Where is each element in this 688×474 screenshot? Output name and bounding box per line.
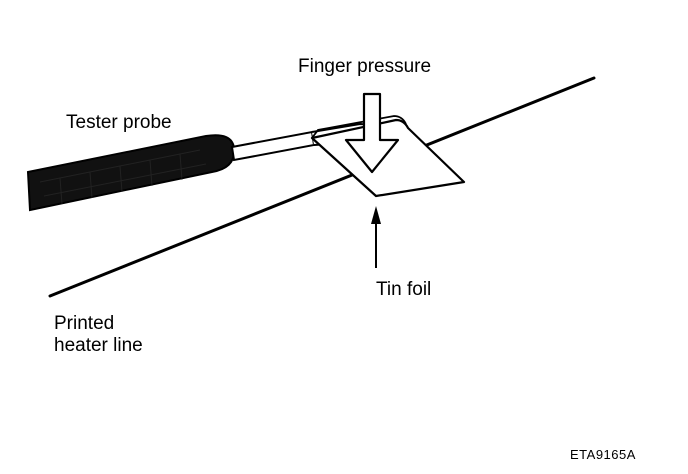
tester-probe-label: Tester probe <box>66 112 172 133</box>
figure-code: ETA9165A <box>570 447 636 462</box>
printed-heater-line-label-line-1: Printed <box>54 313 115 334</box>
tin-foil-label: Tin foil <box>376 279 432 300</box>
tester-probe-handle <box>26 134 236 212</box>
finger-pressure-label: Finger pressure <box>298 56 432 77</box>
printed-heater-line-label-line-2: heater line <box>54 335 143 356</box>
printed-heater-line-label: Printed heater line <box>54 313 194 357</box>
tester-probe-shaft <box>230 130 316 162</box>
printed-heater-line <box>48 76 596 298</box>
tin-foil-pointer-arrow <box>371 206 381 268</box>
finger-pressure-arrow <box>344 92 400 174</box>
